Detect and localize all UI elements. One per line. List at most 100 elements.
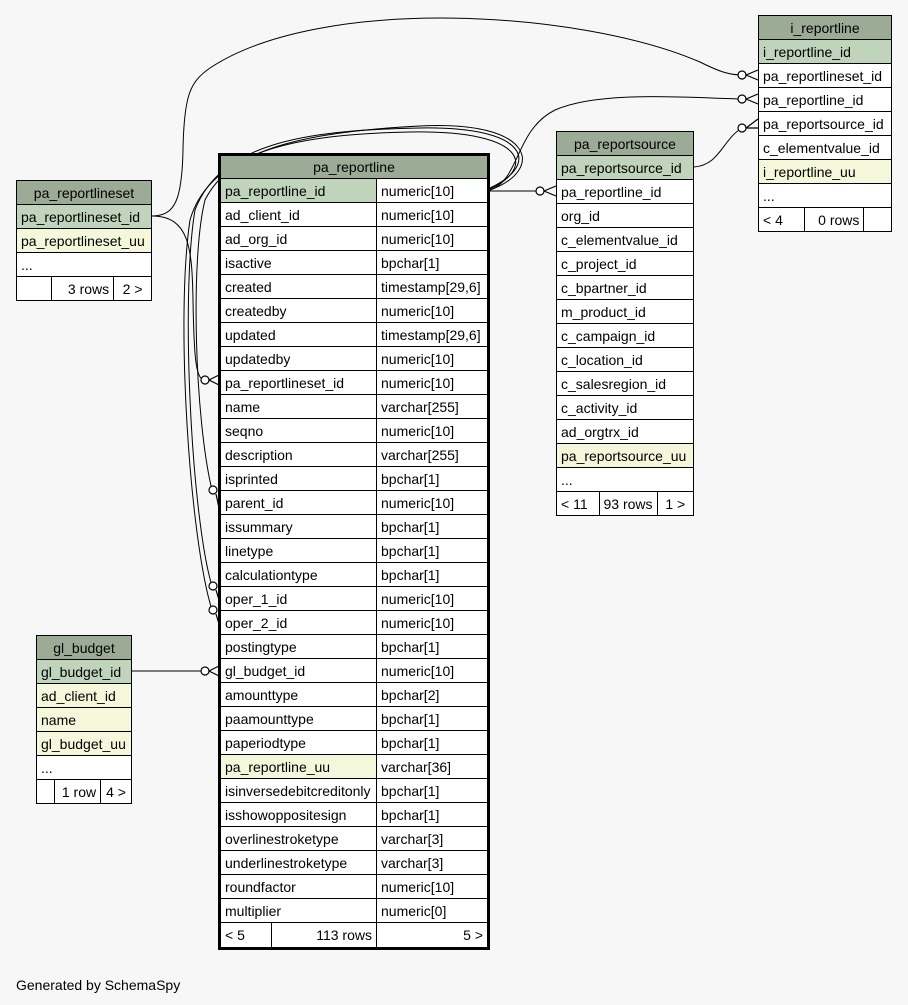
column-name[interactable]: pa_reportlineset_id	[16, 204, 152, 229]
column-name[interactable]: amounttype	[219, 682, 377, 707]
column-name[interactable]: ad_orgtrx_id	[556, 419, 694, 444]
column-name[interactable]: gl_budget_id	[219, 658, 377, 683]
column-name[interactable]: isshowoppositesign	[219, 802, 377, 827]
column-name[interactable]: c_elementvalue_id	[758, 135, 892, 160]
column-name: ...	[36, 755, 132, 780]
column-name[interactable]: org_id	[556, 203, 694, 228]
children-link[interactable]	[863, 207, 892, 232]
column-name[interactable]: overlinestroketype	[219, 826, 377, 851]
column-name[interactable]: isactive	[219, 250, 377, 275]
crowfoot-marker	[745, 118, 759, 129]
table-header[interactable]: pa_reportlineset	[16, 180, 152, 205]
parents-link[interactable]: < 5	[221, 923, 272, 947]
table-header[interactable]: pa_reportline	[219, 154, 489, 179]
table-row: pa_reportlineset_uu	[16, 228, 152, 253]
column-name[interactable]: oper_1_id	[219, 586, 377, 611]
column-type: numeric[10]	[376, 370, 489, 395]
column-name[interactable]: m_product_id	[556, 299, 694, 324]
table-header[interactable]: pa_reportsource	[556, 131, 694, 156]
column-name[interactable]: pa_reportsource_id	[556, 155, 694, 180]
column-name[interactable]: c_salesregion_id	[556, 371, 694, 396]
column-name[interactable]: pa_reportline_id	[219, 178, 377, 203]
column-name[interactable]: pa_reportlineset_id	[219, 370, 377, 395]
column-name[interactable]: updatedby	[219, 346, 377, 371]
column-name[interactable]: ad_client_id	[36, 683, 132, 708]
edge-end-circle	[535, 186, 545, 196]
column-name[interactable]: underlinestroketype	[219, 850, 377, 875]
column-name[interactable]: c_activity_id	[556, 395, 694, 420]
column-type: varchar[255]	[376, 394, 489, 419]
column-name[interactable]: c_elementvalue_id	[556, 227, 694, 252]
column-name[interactable]: pa_reportsource_id	[758, 111, 892, 136]
column-name[interactable]: paperiodtype	[219, 730, 377, 755]
parents-link[interactable]: < 4	[758, 207, 805, 232]
column-name[interactable]: pa_reportlineset_uu	[16, 228, 152, 253]
table-header[interactable]: gl_budget	[36, 635, 132, 660]
column-name[interactable]: c_bpartner_id	[556, 275, 694, 300]
column-name[interactable]: pa_reportline_uu	[219, 754, 377, 779]
column-name[interactable]: linetype	[219, 538, 377, 563]
children-link[interactable]: 5 >	[376, 922, 489, 949]
column-name[interactable]: gl_budget_uu	[36, 731, 132, 756]
column-type: bpchar[1]	[376, 802, 489, 827]
column-name[interactable]: postingtype	[219, 634, 377, 659]
column-name[interactable]: pa_reportsource_uu	[556, 443, 694, 468]
column-type: varchar[255]	[376, 442, 489, 467]
children-link[interactable]: 4 >	[100, 779, 132, 804]
children-link[interactable]: 1 >	[656, 491, 695, 516]
column-name[interactable]: name	[36, 707, 132, 732]
column-type: timestamp[29,6]	[376, 274, 489, 299]
parents-link[interactable]	[15, 276, 53, 301]
column-name[interactable]: c_project_id	[556, 251, 694, 276]
column-name[interactable]: oper_2_id	[219, 610, 377, 635]
parents-link[interactable]: < 11	[556, 491, 600, 516]
table-row: pa_reportline_id	[758, 87, 892, 112]
column-name[interactable]: multiplier	[219, 898, 377, 923]
table-row: c_project_id	[556, 251, 694, 276]
crowfoot-marker	[745, 93, 759, 105]
column-name[interactable]: isinversedebitcreditonly	[219, 778, 377, 803]
column-name[interactable]: i_reportline_uu	[758, 159, 892, 184]
column-type: varchar[3]	[376, 850, 489, 875]
column-name[interactable]: calculationtype	[219, 562, 377, 587]
column-name[interactable]: gl_budget_id	[36, 659, 132, 684]
parents-link[interactable]	[35, 779, 56, 804]
table-row: c_elementvalue_id	[556, 227, 694, 252]
column-type: numeric[10]	[376, 658, 489, 683]
column-name[interactable]: description	[219, 442, 377, 467]
column-name[interactable]: pa_reportlineset_id	[758, 63, 892, 88]
column-name[interactable]: roundfactor	[219, 874, 377, 899]
column-type: numeric[10]	[376, 346, 489, 371]
column-name[interactable]: ad_client_id	[219, 202, 377, 227]
column-name[interactable]: parent_id	[219, 490, 377, 515]
column-name[interactable]: paamounttype	[219, 706, 377, 731]
children-link[interactable]: 2 >	[113, 276, 152, 301]
column-name[interactable]: created	[219, 274, 377, 299]
column-name[interactable]: name	[219, 394, 377, 419]
column-name[interactable]: issummary	[219, 514, 377, 539]
column-name[interactable]: pa_reportline_id	[556, 179, 694, 204]
column-type: numeric[0]	[376, 898, 489, 923]
column-name[interactable]: ad_org_id	[219, 226, 377, 251]
edge-end-circle	[208, 485, 218, 495]
column-name[interactable]: createdby	[219, 298, 377, 323]
column-name[interactable]: seqno	[219, 418, 377, 443]
column-name[interactable]: updated	[219, 322, 377, 347]
column-name[interactable]: isprinted	[219, 466, 377, 491]
column-name[interactable]: pa_reportline_id	[758, 87, 892, 112]
table-header[interactable]: i_reportline	[758, 15, 892, 40]
column-name[interactable]: i_reportline_id	[758, 39, 892, 64]
column-name[interactable]: c_campaign_id	[556, 323, 694, 348]
column-name[interactable]: c_location_id	[556, 347, 694, 372]
